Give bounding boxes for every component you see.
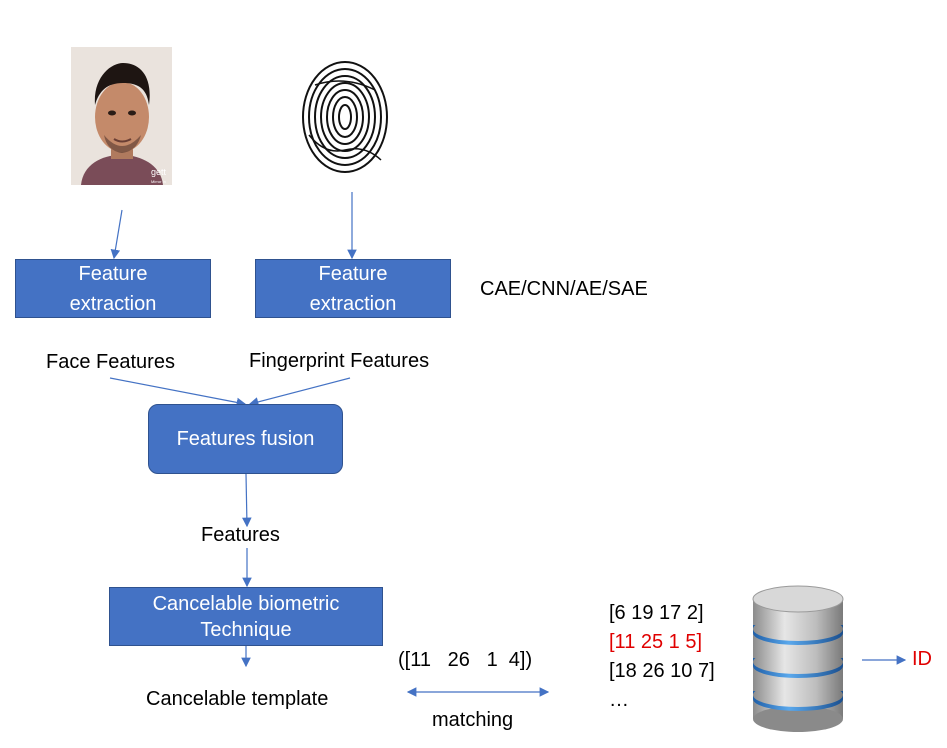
record-2-match: [11 25 1 5]: [609, 631, 703, 653]
fingerprint-image: [295, 55, 395, 180]
fingerprint-extraction-line-2: extraction: [309, 292, 397, 315]
fusion-to-features-arrow: [242, 473, 252, 528]
template-vector: ([11 26 1 4]): [398, 649, 533, 671]
cancelable-biometric-box: Cancelable biometric Technique: [109, 587, 383, 646]
cancelable-line-1: Cancelable biometric: [152, 592, 340, 615]
fingerprint-features-label: Fingerprint Features: [249, 350, 430, 372]
fingerprint-feature-extraction-box: Feature extraction: [255, 259, 451, 318]
face-extraction-line-1: Feature: [78, 262, 148, 285]
database-icon: [750, 585, 846, 735]
face-feature-extraction-box: Feature extraction: [15, 259, 211, 318]
face-photo-watermark: gett: [151, 167, 167, 177]
face-features-label: Face Features: [46, 351, 175, 373]
cancelable-template-label: Cancelable template: [146, 688, 329, 710]
face-extraction-line-2: extraction: [69, 292, 157, 315]
method-label: CAE/CNN/AE/SAE: [480, 278, 648, 300]
face-features-to-fusion-arrow: [109, 377, 247, 408]
database-records: [6 19 17 2] [11 25 1 5] [18 26 10 7] …: [609, 599, 715, 715]
matching-label: matching: [432, 709, 514, 731]
features-fusion-box: Features fusion: [148, 404, 343, 474]
face-to-extraction-arrow: [110, 209, 123, 260]
record-3: [18 26 10 7]: [609, 660, 715, 682]
cancelable-line-2: Technique: [200, 618, 292, 641]
features-label: Features: [201, 524, 280, 546]
fingerprint-extraction-line-1: Feature: [318, 262, 388, 285]
face-photo: gett Mirror In: [71, 47, 172, 185]
record-ellipsis: …: [609, 689, 629, 711]
face-photo-caption: Mirror In: [151, 179, 166, 184]
features-fusion-label: Features fusion: [176, 428, 315, 450]
fingerprint-features-to-fusion-arrow: [248, 377, 351, 407]
record-1: [6 19 17 2]: [609, 602, 704, 624]
id-label: ID: [912, 648, 932, 670]
